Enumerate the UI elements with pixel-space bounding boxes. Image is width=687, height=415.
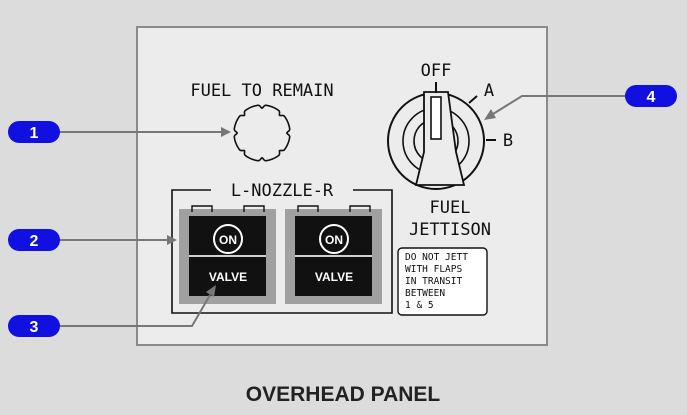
jettison-placard: DO NOT JETT WITH FLAPS IN TRANSIT BETWEE… xyxy=(397,247,488,316)
jettison-selector[interactable] xyxy=(387,91,485,190)
placard-line: BETWEEN xyxy=(405,288,445,299)
callout-4-leader xyxy=(492,95,628,115)
callout-leaders xyxy=(58,95,628,327)
callout-1-badge: 1 xyxy=(8,121,60,143)
callout-4-number: 4 xyxy=(647,89,656,106)
left-nozzle-valve-switch[interactable]: ON VALVE xyxy=(179,205,276,304)
left-valve-label: VALVE xyxy=(209,270,247,284)
left-on-label: ON xyxy=(219,233,237,247)
callout-2-badge: 2 xyxy=(8,229,60,251)
callout-3-leader xyxy=(58,294,211,327)
diagram-caption: OVERHEAD PANEL xyxy=(246,383,441,406)
callout-3-arrowhead xyxy=(206,285,216,297)
nozzle-group-label: L-NOZZLE-R xyxy=(231,181,334,201)
placard-line: DO NOT JETT xyxy=(405,252,468,263)
placard-line: WITH FLAPS xyxy=(405,264,462,275)
callout-1-number: 1 xyxy=(30,125,39,142)
fuel-to-remain-label: FUEL TO REMAIN xyxy=(190,81,333,101)
fuel-to-remain-knob[interactable] xyxy=(233,104,291,162)
left-on-indicator xyxy=(213,224,243,254)
jettison-label: JETTISON xyxy=(409,220,491,240)
right-valve-label: VALVE xyxy=(315,270,353,284)
jettison-b-label: B xyxy=(503,131,513,151)
nozzle-group-bracket xyxy=(171,189,393,314)
callout-4-arrowhead xyxy=(484,109,496,120)
jettison-off-label: OFF xyxy=(421,61,452,81)
right-on-indicator xyxy=(319,224,349,254)
jettison-a-label: A xyxy=(484,81,494,101)
callout-4-badge: 4 xyxy=(625,85,677,107)
right-on-label: ON xyxy=(325,233,343,247)
callout-1-arrowhead xyxy=(221,127,231,137)
callout-2-arrowhead xyxy=(167,235,177,245)
callout-3-badge: 3 xyxy=(8,315,60,337)
callout-3-number: 3 xyxy=(30,319,39,336)
callout-2-number: 2 xyxy=(30,233,39,250)
fuel-label: FUEL xyxy=(430,198,471,218)
right-nozzle-valve-switch[interactable]: ON VALVE xyxy=(285,205,382,304)
placard-line: 1 & 5 xyxy=(405,300,434,311)
placard-line: IN TRANSIT xyxy=(405,276,462,287)
jettison-a-tick xyxy=(468,95,478,104)
